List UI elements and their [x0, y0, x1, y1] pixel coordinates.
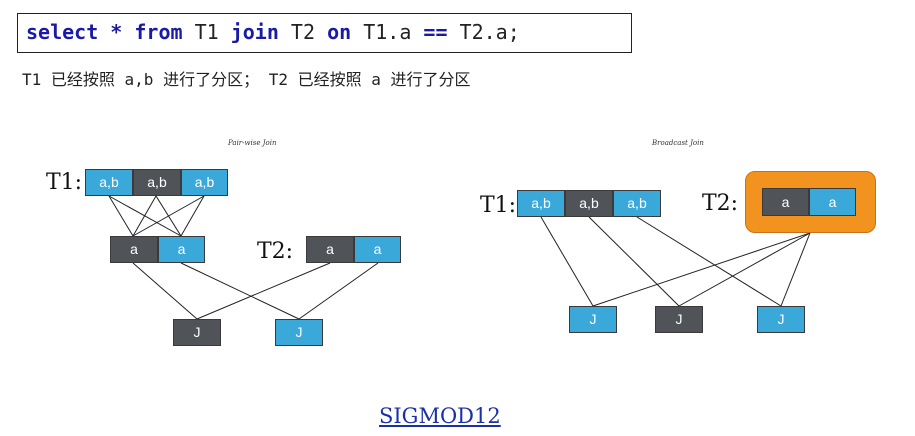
broadcast-t2-label: T2:	[702, 191, 739, 216]
query-table-t2: T2	[278, 20, 328, 44]
broadcast-join-cell-2: J	[655, 306, 703, 333]
broadcast-join-cell-3: J	[757, 306, 805, 333]
broadcast-t2-cell-1: a	[762, 188, 809, 216]
query-star: *	[98, 20, 135, 44]
pairwise-t1-cell-3: a,b	[181, 169, 228, 196]
broadcast-t1-cell-1: a,b	[517, 190, 565, 217]
broadcast-title: Broadcast Join	[652, 139, 704, 147]
pairwise-mid-cell-1: a	[110, 236, 158, 263]
broadcast-t1-cell-2: a,b	[565, 190, 613, 217]
sigmod12-link[interactable]: SIGMOD12	[379, 404, 501, 428]
keyword-join: join	[230, 20, 279, 44]
pairwise-t2-cell-1: a	[306, 236, 354, 263]
query-table-t1: T1	[182, 20, 231, 44]
keyword-on: on	[327, 20, 352, 44]
broadcast-join-cell-1: J	[569, 306, 617, 333]
pairwise-join-cell-1: J	[173, 319, 221, 346]
pairwise-t2-label: T2:	[257, 239, 294, 264]
pairwise-join-cell-2: J	[275, 319, 323, 346]
broadcast-t2-cell-2: a	[809, 188, 856, 216]
pairwise-t1-cell-1: a,b	[85, 169, 133, 196]
pairwise-t1-label: T1:	[46, 170, 83, 195]
pairwise-t2-cell-2: a	[354, 236, 401, 263]
pairwise-title: Pair-wise Join	[228, 139, 277, 147]
keyword-from: from	[134, 20, 183, 44]
pairwise-mid-cell-2: a	[158, 236, 205, 263]
query-lhs: T1.a	[351, 20, 424, 44]
query-equals: ==	[423, 20, 448, 44]
broadcast-t1-cell-3: a,b	[613, 190, 661, 217]
query-rhs: T2.a;	[447, 20, 520, 44]
broadcast-t1-label: T1:	[480, 193, 517, 218]
sql-query-box: select * from T1 join T2 on T1.a == T2.a…	[17, 13, 632, 53]
keyword-select: select	[26, 20, 99, 44]
pairwise-t1-cell-2: a,b	[133, 169, 181, 196]
partition-description: T1 已经按照 a,b 进行了分区； T2 已经按照 a 进行了分区	[22, 70, 471, 89]
